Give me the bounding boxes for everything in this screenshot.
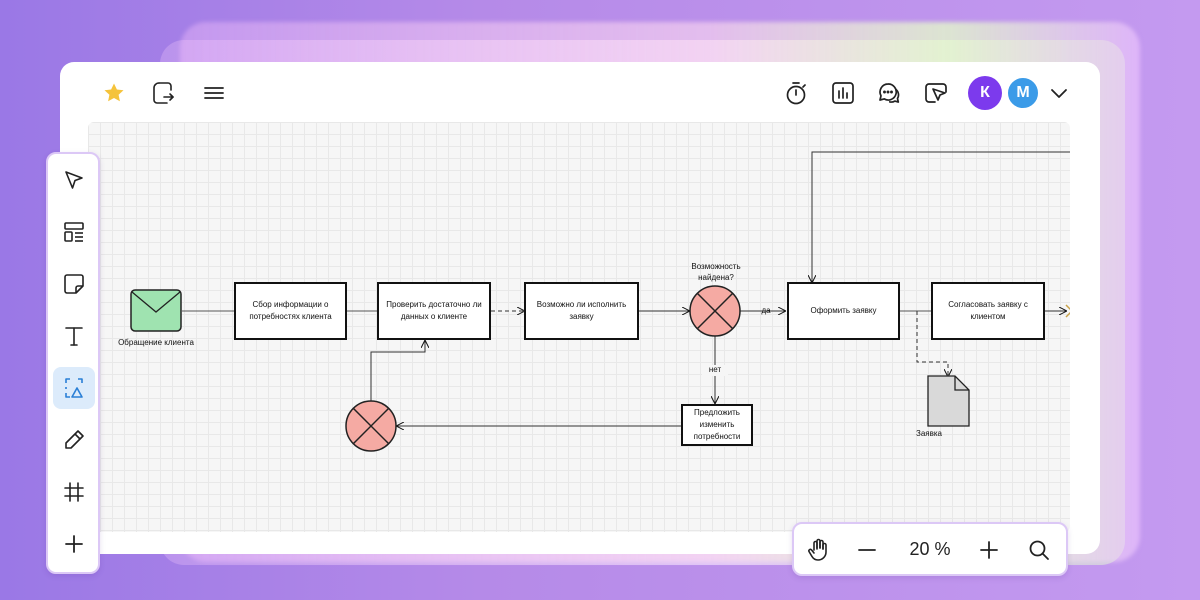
start-event-envelope[interactable] [130, 289, 182, 332]
timer-icon[interactable] [782, 79, 810, 107]
zoom-in-button[interactable] [974, 535, 1004, 565]
presentation-icon[interactable] [922, 79, 950, 107]
templates-icon[interactable] [53, 211, 95, 253]
task-offer-change[interactable]: Предложить изменить потребности [681, 404, 753, 446]
sticky-note-icon[interactable] [53, 263, 95, 305]
left-toolbar [46, 152, 100, 574]
gateway-possibility[interactable] [689, 285, 741, 337]
menu-icon[interactable] [200, 79, 228, 107]
shapes-icon[interactable] [53, 367, 95, 409]
star-icon[interactable] [100, 79, 128, 107]
task-check-data[interactable]: Проверить достаточно ли данных о клиенте [377, 282, 491, 340]
hand-icon[interactable] [804, 535, 834, 565]
task-collect-info[interactable]: Сбор информации о потребностях клиента [234, 282, 347, 340]
board-canvas[interactable]: Обращение клиента Сбор информации о потр… [88, 122, 1070, 532]
avatar-initial: К [980, 84, 990, 101]
comments-icon[interactable] [875, 79, 903, 107]
search-icon[interactable] [1024, 535, 1054, 565]
zoom-bar: 20 % [792, 522, 1068, 576]
gateway-merge[interactable] [345, 400, 397, 452]
avatar-user-k[interactable]: К [968, 76, 1002, 110]
share-icon[interactable] [149, 79, 177, 107]
cursor-icon[interactable] [53, 159, 95, 201]
diagram-connectors [130, 151, 1070, 452]
zoom-out-button[interactable] [852, 535, 882, 565]
zoom-level: 20 % [909, 539, 951, 559]
frame-icon[interactable] [53, 471, 95, 513]
edge-shape-fragment [1065, 304, 1070, 318]
task-possible[interactable]: Возможно ли исполнить заявку [524, 282, 639, 340]
flow-label-yes: да [761, 306, 771, 315]
start-event-label: Обращение клиента [118, 338, 194, 347]
flow-label-no: нет [702, 365, 728, 376]
chart-icon[interactable] [829, 79, 857, 107]
plus-icon[interactable] [53, 523, 95, 565]
avatar-initial: М [1016, 84, 1030, 101]
task-agree-request[interactable]: Согласовать заявку с клиентом [931, 282, 1045, 340]
pen-icon[interactable] [53, 419, 95, 461]
avatar-user-m[interactable]: М [1006, 76, 1040, 110]
gateway-label: Возможность найдена? [691, 262, 741, 282]
text-icon[interactable] [53, 315, 95, 357]
document-label: Заявка [916, 429, 942, 438]
chevron-down-icon[interactable] [1045, 79, 1073, 107]
task-form-request[interactable]: Оформить заявку [787, 282, 900, 340]
document-icon[interactable] [927, 375, 970, 427]
